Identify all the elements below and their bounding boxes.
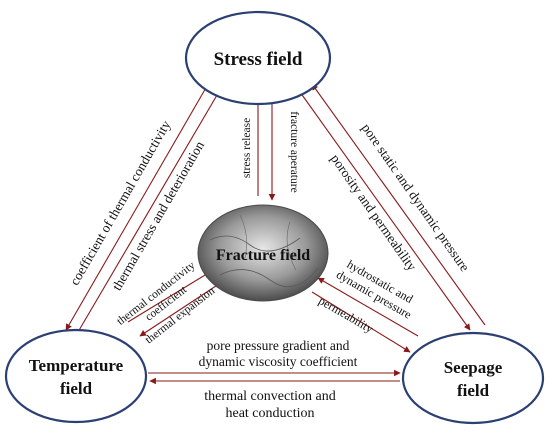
label-fracture-aperature: fracture aperature [288, 111, 300, 192]
arrow-fracture-to-temperature [139, 281, 223, 337]
arrow-temperature-to-fracture [127, 271, 211, 323]
node-seepage-field: Seepage field [401, 331, 545, 425]
label-thermal-convection: thermal convection and [204, 389, 335, 404]
label-permeability: permeability [316, 293, 376, 335]
seepage-field-label-2: field [457, 381, 490, 400]
node-stress-field: Stress field [184, 10, 332, 106]
arrow-temperature-to-stress [77, 89, 221, 333]
node-fracture-field: Fracture field [197, 204, 329, 302]
arrow-fracture-to-seepage [311, 291, 411, 353]
arrow-seepage-to-stress [311, 83, 486, 326]
node-temperature-field: Temperature field [4, 328, 148, 424]
arrow-stress-to-temperature [65, 85, 208, 331]
label-heat-conduction: heat conduction [225, 406, 314, 421]
label-pore-pressure-gradient: pore pressure gradient and [207, 338, 350, 353]
temperature-field-label-2: field [60, 379, 93, 398]
label-stress-release: stress release [241, 118, 253, 178]
seepage-field-label-1: Seepage [444, 358, 503, 377]
temperature-field-label-1: Temperature [29, 356, 124, 375]
label-dynamic-viscosity-coefficient: dynamic viscosity coefficient [199, 354, 358, 369]
fracture-field-label: Fracture field [216, 247, 310, 264]
arrow-stress-to-seepage [299, 91, 471, 331]
arrow-seepage-to-fracture [317, 277, 419, 337]
stress-field-label: Stress field [214, 49, 303, 70]
